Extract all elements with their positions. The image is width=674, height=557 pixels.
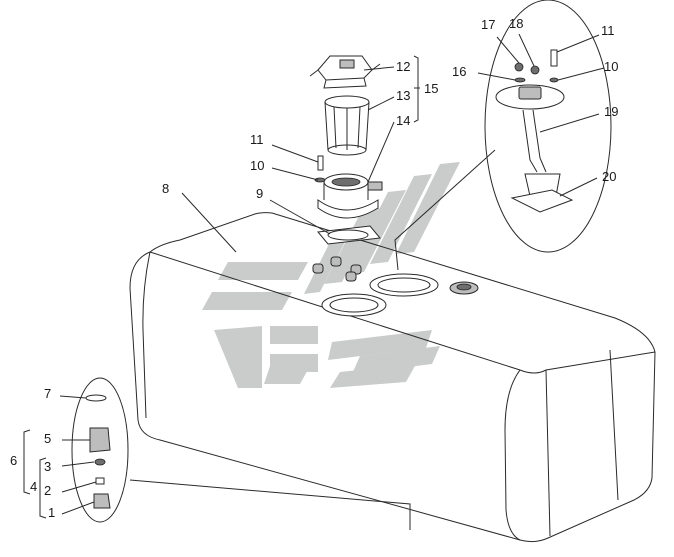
washer-filler: [314, 177, 326, 183]
drain-plug-detail: [71, 377, 411, 530]
callout-11-sensor: 11: [601, 23, 615, 38]
filler-cap: [309, 55, 381, 89]
filter-mesh: [324, 95, 370, 156]
screw-filler: [317, 155, 324, 171]
washer-16: [514, 77, 526, 83]
callout-19: 19: [604, 104, 618, 119]
callout-6: 6: [10, 453, 17, 468]
callout-17: 17: [481, 17, 495, 32]
filler-neck: [317, 173, 383, 219]
nut-d: [345, 271, 357, 282]
callout-11-filler: 11: [250, 132, 264, 147]
detail-oval-sensor: [484, 0, 612, 253]
callout-18: 18: [509, 16, 523, 31]
callout-5: 5: [44, 431, 51, 446]
drain-gasket: [85, 394, 107, 402]
callout-3: 3: [44, 459, 51, 474]
detail-oval-drain: [71, 377, 129, 523]
callout-9: 9: [256, 186, 263, 201]
callouts: 1 2 3 4 5 6 7 8 9 10 11 12 13 14 15 16 1…: [10, 16, 618, 520]
sensor-gasket: [510, 189, 574, 213]
nut-a: [312, 263, 324, 274]
tank-openings: [312, 256, 479, 317]
screw-sensor-17: [514, 62, 524, 72]
callout-14: 14: [396, 113, 410, 128]
callout-2: 2: [44, 483, 51, 498]
screw-sensor-18: [530, 65, 540, 75]
callout-16: 16: [452, 64, 466, 79]
callout-20: 20: [602, 169, 616, 184]
drain-plug: [93, 493, 111, 509]
callout-15: 15: [424, 81, 438, 96]
level-sensor-detail: [394, 0, 612, 271]
drain-ring: [94, 458, 106, 466]
callout-8: 8: [162, 181, 169, 196]
callout-10-filler: 10: [250, 158, 264, 173]
callout-7: 7: [44, 386, 51, 401]
callout-4: 4: [30, 479, 37, 494]
callout-10-sensor: 10: [604, 59, 618, 74]
callout-13: 13: [396, 88, 410, 103]
callout-1: 1: [48, 505, 55, 520]
leader-lines: [23, 33, 605, 519]
nut-b: [330, 256, 342, 267]
drain-washer: [95, 477, 105, 485]
screw-11: [550, 49, 558, 67]
fuel-tank: [129, 212, 656, 543]
callout-12: 12: [396, 59, 410, 74]
gasket-filler: [317, 225, 381, 245]
washer-10: [549, 77, 559, 83]
drain-valve-body: [89, 427, 111, 453]
filler-assembly: [309, 55, 383, 245]
